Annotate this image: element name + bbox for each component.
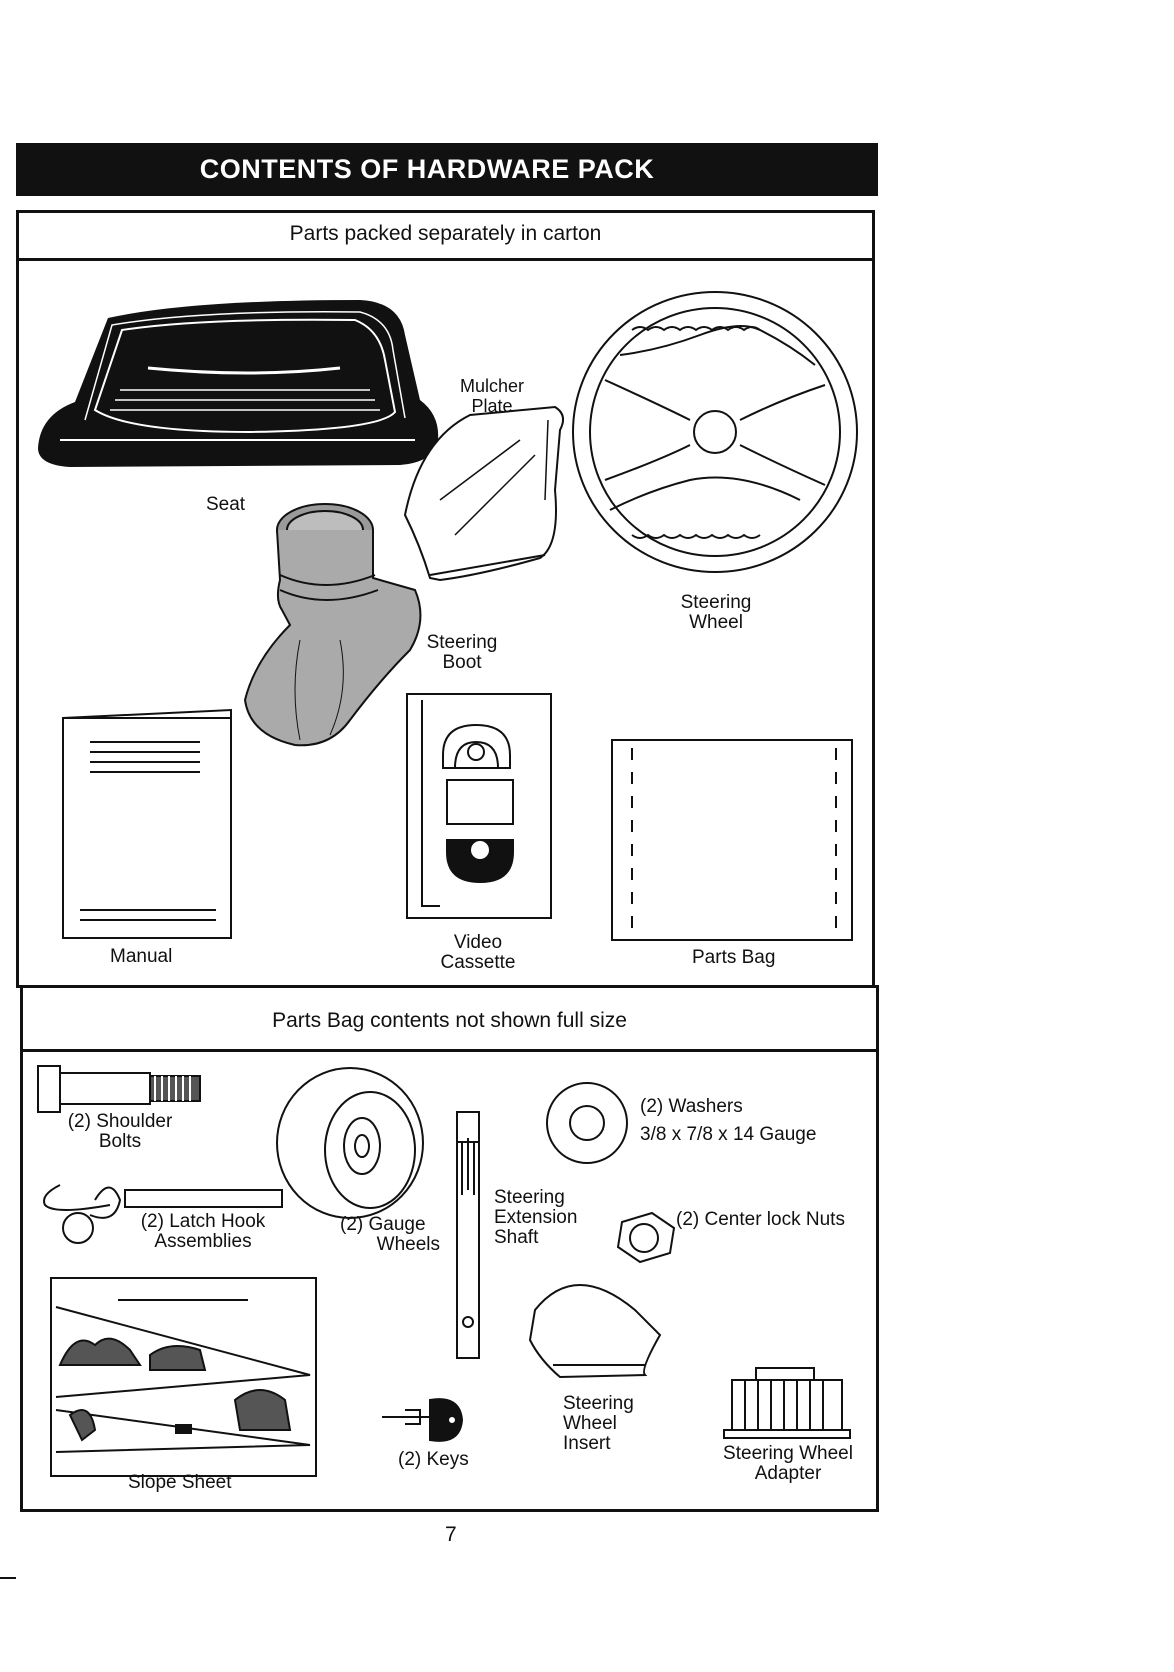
seat-label: Seat — [206, 494, 246, 515]
steering-wheel-illustration — [572, 291, 858, 573]
manual-label: Manual — [110, 946, 173, 967]
shoulder-bolts-label-line1: (2) Shoulder — [67, 1111, 173, 1132]
slope-sheet-illustration — [50, 1277, 317, 1477]
latch-hook-label-line1: (2) Latch Hook — [140, 1211, 266, 1232]
video-cassette-illustration — [406, 693, 552, 919]
parts-bag-header: Parts Bag contents not shown full size — [272, 1009, 627, 1032]
steering-boot-label-line1: Steering — [426, 632, 498, 653]
parts-bag-panel — [20, 985, 879, 1512]
page-edge-mark — [0, 1577, 16, 1579]
washers-label-line2: 3/8 x 7/8 x 14 Gauge — [640, 1124, 817, 1145]
washer-illustration — [546, 1082, 628, 1164]
extension-shaft-label-line2: Extension — [494, 1207, 578, 1228]
slope-sheet-label: Slope Sheet — [128, 1472, 232, 1493]
mulcher-plate-illustration — [403, 405, 565, 582]
carton-parts-header: Parts packed separately in carton — [289, 222, 602, 245]
wheel-adapter-label-line1: Steering Wheel — [723, 1443, 853, 1464]
page-title-bar: CONTENTS OF HARDWARE PACK — [16, 143, 878, 196]
gauge-wheel-illustration — [276, 1067, 424, 1219]
gauge-wheels-label-line2: Wheels — [376, 1234, 440, 1255]
latch-hook-illustration — [43, 1184, 283, 1244]
parts-bag-header-divider — [20, 1049, 879, 1052]
mulcher-plate-label-line2: Plate — [471, 396, 513, 416]
extension-shaft-illustration — [456, 1111, 480, 1359]
steering-boot-illustration — [243, 503, 422, 747]
page-title: CONTENTS OF HARDWARE PACK — [199, 154, 655, 184]
manual-illustration — [62, 708, 232, 939]
gauge-wheels-label-line1: (2) Gauge — [340, 1214, 426, 1235]
wheel-adapter-illustration — [723, 1367, 851, 1439]
extension-shaft-label-line1: Steering — [494, 1187, 565, 1208]
mulcher-plate-label-line1: Mulcher — [459, 376, 525, 396]
latch-hook-label: (2) Latch Hook Assemblies — [118, 1212, 288, 1252]
keys-label: (2) Keys — [398, 1449, 469, 1470]
wheel-insert-illustration — [528, 1284, 662, 1379]
wheel-insert-label: Steering Wheel Insert — [563, 1394, 634, 1454]
washers-label-line1: (2) Washers — [640, 1096, 743, 1117]
latch-hook-label-line2: Assemblies — [154, 1231, 252, 1252]
center-lock-nut-illustration — [616, 1211, 676, 1264]
center-lock-nuts-label: (2) Center lock Nuts — [676, 1209, 845, 1230]
key-illustration — [382, 1398, 464, 1442]
steering-wheel-label-line1: Steering — [680, 592, 752, 613]
wheel-insert-label-line2: Wheel — [563, 1413, 617, 1434]
washers-label: (2) Washers 3/8 x 7/8 x 14 Gauge — [640, 1093, 816, 1149]
shoulder-bolts-label-line2: Bolts — [98, 1131, 142, 1152]
page-number: 7 — [445, 1523, 457, 1546]
video-cassette-label: Video Cassette — [430, 933, 526, 973]
wheel-adapter-label: Steering Wheel Adapter — [718, 1444, 858, 1484]
shoulder-bolt-illustration — [37, 1065, 201, 1113]
extension-shaft-label: Steering Extension Shaft — [494, 1188, 577, 1248]
steering-boot-label: Steering Boot — [422, 633, 502, 673]
extension-shaft-label-line3: Shaft — [494, 1227, 539, 1248]
steering-wheel-label: Steering Wheel — [676, 593, 756, 633]
seat-illustration — [38, 300, 439, 467]
video-cassette-label-line1: Video — [453, 932, 503, 953]
wheel-insert-label-line3: Insert — [563, 1433, 611, 1454]
parts-bag-illustration — [611, 739, 853, 941]
shoulder-bolts-label: (2) Shoulder Bolts — [60, 1112, 180, 1152]
parts-bag-label: Parts Bag — [692, 947, 776, 968]
steering-wheel-label-line2: Wheel — [689, 612, 743, 633]
wheel-adapter-label-line2: Adapter — [754, 1463, 822, 1484]
steering-boot-label-line2: Boot — [442, 652, 482, 673]
video-cassette-label-line2: Cassette — [440, 952, 516, 973]
wheel-insert-label-line1: Steering — [563, 1393, 634, 1414]
gauge-wheels-label: (2) Gauge Wheels — [340, 1215, 440, 1255]
mulcher-plate-label: Mulcher Plate — [452, 376, 532, 416]
carton-header-divider — [16, 258, 875, 261]
